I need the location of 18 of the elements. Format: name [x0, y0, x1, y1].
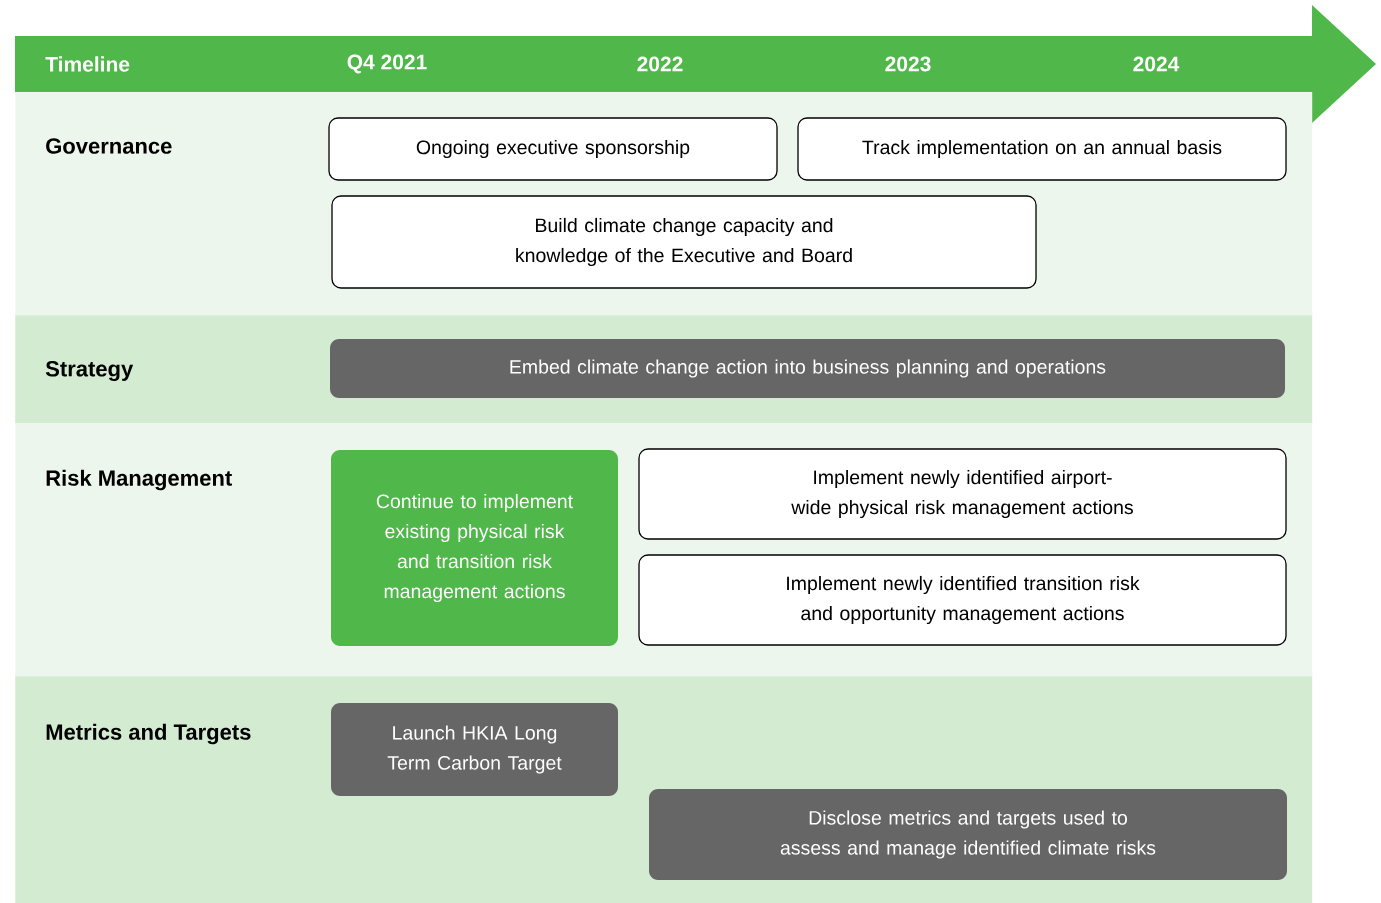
- action-box: Build climate change capacity and knowledge of the Executive and Board: [331, 195, 1037, 289]
- action-box: Embed climate change action into business planning and operations: [330, 339, 1285, 398]
- year-label: 2022: [637, 56, 683, 72]
- year-label: 2024: [1133, 56, 1180, 72]
- timeline-label: Timeline: [45, 56, 130, 72]
- row-heading: Risk Management: [46, 469, 232, 491]
- row-heading: Metrics and Targets: [46, 723, 251, 745]
- action-box: Implement newly identified airport-wide physical risk management actions: [638, 448, 1287, 540]
- action-box: Continue to implement existing physical risk and transition risk management actions: [331, 450, 618, 646]
- action-box: Disclose metrics and targets used to assess and manage identified climate risks: [649, 789, 1287, 880]
- year-label: 2023: [885, 56, 931, 72]
- row-heading: Governance: [46, 138, 172, 154]
- action-box: Launch HKIA Long Term Carbon Target: [331, 703, 618, 796]
- row-heading: Strategy: [45, 361, 134, 381]
- action-box: Implement newly identified transition risk and opportunity management actions: [638, 554, 1287, 646]
- action-box: Ongoing executive sponsorship: [328, 117, 778, 181]
- action-box: Track implementation on an annual basis: [797, 117, 1287, 181]
- year-label: Q4 2021: [347, 54, 427, 74]
